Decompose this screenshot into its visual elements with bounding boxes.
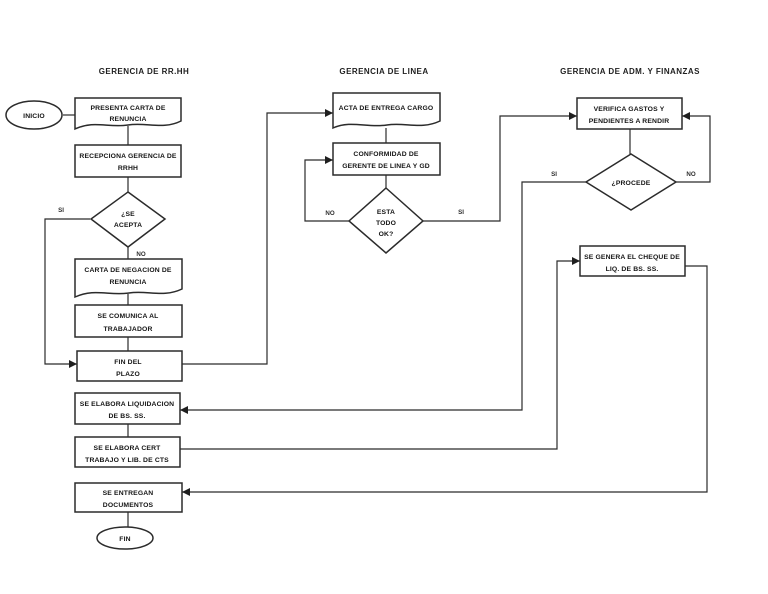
node-label-line: RRHH [118,165,138,172]
node-label-line: GERENTE DE LINEA Y GD [342,163,430,170]
node-label: ¿PROCEDE [612,180,651,187]
connector-si-estatodo-verifica [423,112,577,222]
connector-cert-cheque [180,257,580,450]
branch-label-no: NO [136,251,145,258]
node-label-line: SE COMUNICA AL [98,313,159,320]
node-recepciona: RECEPCIONA GERENCIA DE RRHH [74,144,182,178]
document-shape [74,258,183,299]
node-label-line: SE ENTREGAN [103,490,154,497]
node-esta-todo-ok: ESTA TODO OK? [347,186,425,254]
process-shape [74,304,183,338]
node-conformidad: CONFORMIDAD DE GERENTE DE LINEA Y GD [332,142,441,176]
connector-finplazo-acta [182,109,333,365]
node-fin: FIN [96,526,154,550]
node-label-line: OK? [379,231,394,238]
process-shape [576,97,683,130]
node-label-line: DOCUMENTOS [103,502,154,509]
branch-labels: SI NO NO SI SI NO [58,171,696,258]
node-label-line: SE ELABORA LIQUIDACION [80,401,174,408]
decision-shape [584,153,678,211]
branch-label-si: SI [551,171,557,178]
column-header-linea: GERENCIA DE LINEA [339,67,428,76]
node-presenta-carta: PRESENTA CARTA DE RENUNCIA [74,97,182,131]
node-verifica: VERIFICA GASTOS Y PENDIENTES A RENDIR [576,97,683,130]
process-shape [74,392,181,425]
node-label-line: TRABAJO Y LIB. DE CTS [85,457,169,464]
column-header-finanzas: GERENCIA DE ADM. Y FINANZAS [560,67,700,76]
node-label-line: LIQ. DE BS. SS. [606,266,659,273]
node-label: FIN [119,536,130,543]
branch-label-no: NO [686,171,695,178]
node-entregan: SE ENTREGAN DOCUMENTOS [74,482,183,513]
node-se-acepta: ¿SE ACEPTA [89,191,167,248]
node-label-line: RECEPCIONA GERENCIA DE [79,153,177,160]
node-acta: ACTA DE ENTREGA CARGO [332,92,441,130]
process-shape [74,144,182,178]
node-liquidacion: SE ELABORA LIQUIDACION DE BS. SS. [74,392,181,425]
node-fin-plazo: FIN DEL PLAZO [76,350,183,382]
connector-si-procede-liquidacion [180,181,586,414]
process-shape [74,482,183,513]
document-shape [74,97,182,131]
node-label-line: ESTA [377,209,395,216]
node-label-line: FIN DEL [114,359,141,366]
process-shape [332,142,441,176]
node-cheque: SE GENERA EL CHEQUE DE LIQ. DE BS. SS. [579,245,686,277]
branch-label-no: NO [325,210,334,217]
node-label-line: VERIFICA GASTOS Y [594,106,665,113]
connector-no-procede-verifica [676,112,711,183]
node-procede: ¿PROCEDE [584,153,678,211]
node-label-line: RENUNCIA [109,116,146,123]
node-carta-negacion: CARTA DE NEGACION DE RENUNCIA [74,258,183,299]
terminator-shape [5,100,63,130]
node-label-line: ACTA DE ENTREGA CARGO [339,105,434,112]
node-label-line: SE ELABORA CERT [94,445,162,452]
node-label-line: CARTA DE NEGACION DE [84,267,172,274]
node-label-line: SE GENERA EL CHEQUE DE [584,254,680,261]
decision-shape [347,186,425,254]
connector-si-seacepta-finplazo [44,218,90,368]
process-shape [76,350,183,382]
node-label-line: DE BS. SS. [108,413,145,420]
node-se-comunica: SE COMUNICA AL TRABAJADOR [74,304,183,338]
node-label-line: RENUNCIA [109,279,146,286]
node-inicio: INICIO [5,100,63,130]
branch-label-si: SI [58,207,64,214]
terminator-shape [96,526,154,550]
node-label-line: ¿SE [121,211,135,218]
process-shape [579,245,686,277]
document-shape [332,92,441,130]
node-label-line: TODO [376,220,396,227]
node-cert: SE ELABORA CERT TRABAJO Y LIB. DE CTS [74,436,181,468]
connector-no-estatodo-conformidad [304,156,349,222]
node-label-line: PENDIENTES A RENDIR [589,118,670,125]
process-shape [74,436,181,468]
branch-label-si: SI [458,209,464,216]
node-label-line: PRESENTA CARTA DE [90,105,165,112]
decision-shape [89,191,167,248]
node-label-line: CONFORMIDAD DE [353,151,418,158]
connectors [44,109,711,527]
connector-cheque-entregan [182,265,708,496]
node-label-line: ACEPTA [114,222,142,229]
node-label-line: PLAZO [116,371,140,378]
node-label-line: TRABAJADOR [103,326,152,333]
column-header-rrhh: GERENCIA DE RR.HH [99,67,189,76]
node-label: INICIO [23,113,45,120]
